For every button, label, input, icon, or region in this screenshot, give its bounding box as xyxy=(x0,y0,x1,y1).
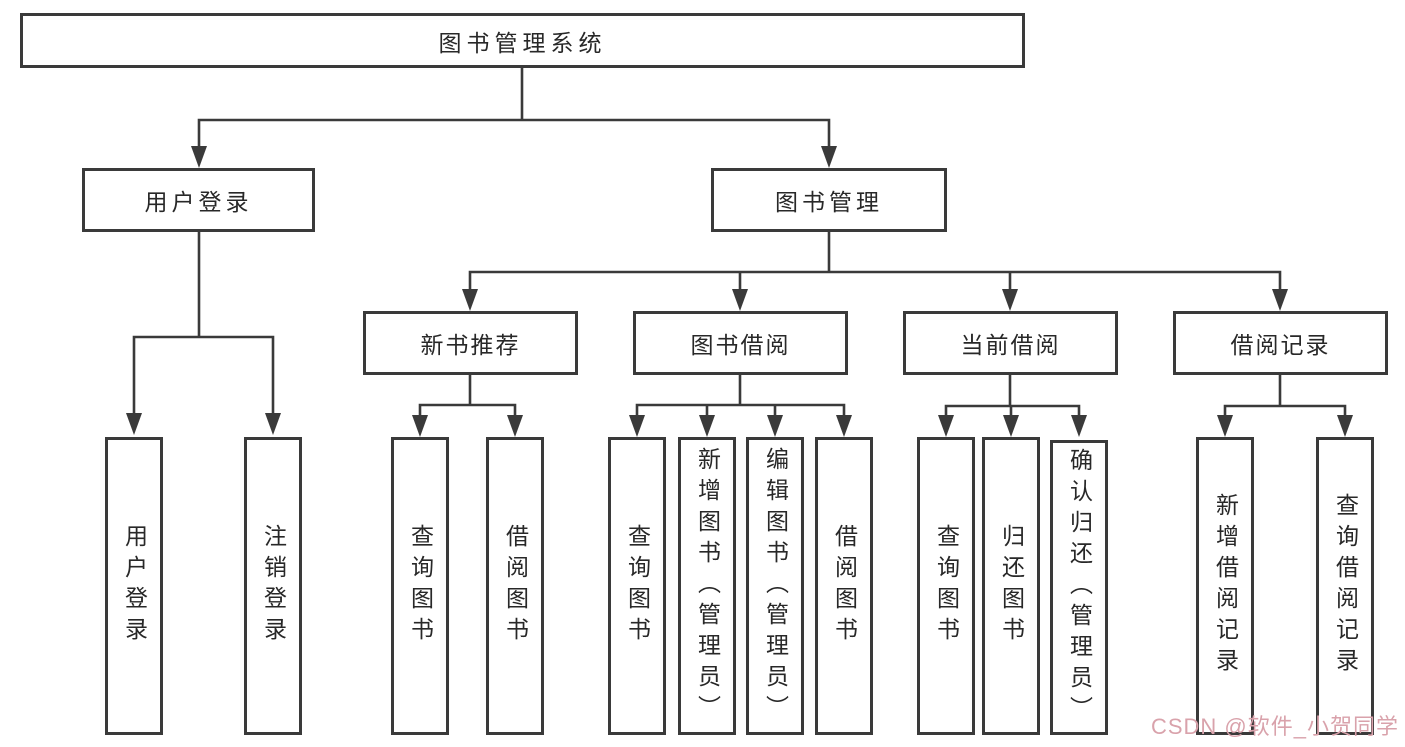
node-book-management-label: 图书管理 xyxy=(775,189,883,215)
node-borrowing-records-label: 借阅记录 xyxy=(1230,332,1331,358)
leaf-user-login-label: 用户登录 xyxy=(121,524,148,648)
node-book-borrowing: 图书借阅 xyxy=(633,311,848,375)
node-book-borrowing-label: 图书借阅 xyxy=(690,332,791,358)
leaf-confirm-return-admin-label: 确认归还（管理员） xyxy=(1066,448,1093,727)
leaf-logout-label: 注销登录 xyxy=(260,524,287,648)
leaf-borrow-books-label: 借阅图书 xyxy=(831,524,858,648)
leaf-edit-books-admin-label: 编辑图书（管理员） xyxy=(762,446,789,726)
leaf-borrow-books: 借阅图书 xyxy=(815,437,873,735)
node-new-book-recommend-label: 新书推荐 xyxy=(420,332,521,358)
node-book-management: 图书管理 xyxy=(711,168,947,232)
node-user-login: 用户登录 xyxy=(82,168,315,232)
leaf-confirm-return-admin: 确认归还（管理员） xyxy=(1050,440,1108,735)
leaf-query-borrow-record: 查询借阅记录 xyxy=(1316,437,1374,735)
leaf-query-books-recommend: 查询图书 xyxy=(391,437,449,735)
leaf-edit-books-admin: 编辑图书（管理员） xyxy=(746,437,804,735)
leaf-add-borrow-record-label: 新增借阅记录 xyxy=(1212,493,1239,679)
node-library-system: 图书管理系统 xyxy=(20,13,1025,68)
leaf-user-login: 用户登录 xyxy=(105,437,163,735)
leaf-query-books-current: 查询图书 xyxy=(917,437,975,735)
leaf-borrow-books-recommend: 借阅图书 xyxy=(486,437,544,735)
node-new-book-recommend: 新书推荐 xyxy=(363,311,578,375)
leaf-add-books-admin-label: 新增图书（管理员） xyxy=(694,446,721,726)
csdn-watermark: CSDN @软件_小贺同学 xyxy=(1150,714,1399,739)
leaf-query-books-borrowing-label: 查询图书 xyxy=(624,524,651,648)
leaf-query-books-current-label: 查询图书 xyxy=(933,524,960,648)
node-current-borrowing-label: 当前借阅 xyxy=(960,332,1061,358)
node-user-login-label: 用户登录 xyxy=(144,189,253,215)
node-library-system-label: 图书管理系统 xyxy=(438,29,607,56)
leaf-return-books: 归还图书 xyxy=(982,437,1040,735)
leaf-logout: 注销登录 xyxy=(244,437,302,735)
node-borrowing-records: 借阅记录 xyxy=(1173,311,1388,375)
leaf-query-books-recommend-label: 查询图书 xyxy=(407,524,434,648)
leaf-add-books-admin: 新增图书（管理员） xyxy=(678,437,736,735)
leaf-query-borrow-record-label: 查询借阅记录 xyxy=(1332,493,1359,679)
leaf-add-borrow-record: 新增借阅记录 xyxy=(1196,437,1254,735)
leaf-return-books-label: 归还图书 xyxy=(998,524,1025,648)
leaf-query-books-borrowing: 查询图书 xyxy=(608,437,666,735)
node-current-borrowing: 当前借阅 xyxy=(903,311,1118,375)
leaf-borrow-books-recommend-label: 借阅图书 xyxy=(502,524,529,648)
